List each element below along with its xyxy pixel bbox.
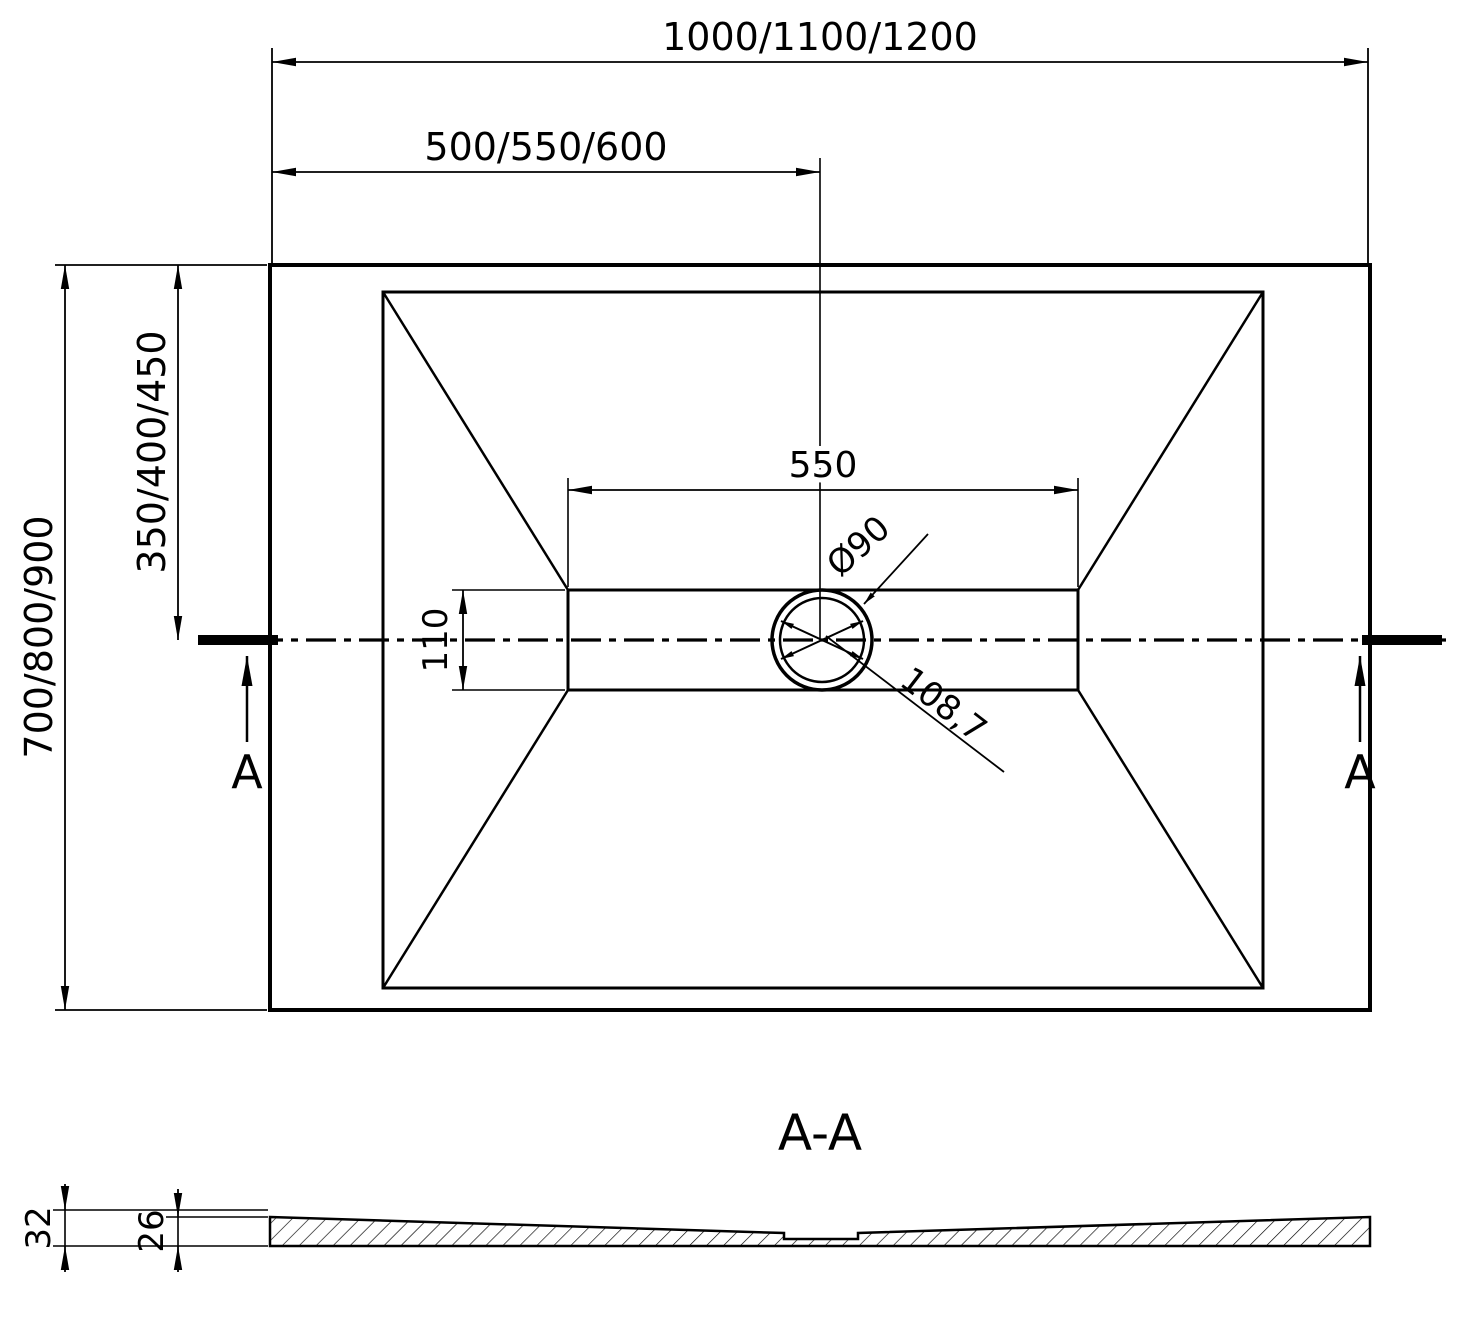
section-profile <box>268 1215 1372 1248</box>
drain-inner-circle <box>778 596 866 684</box>
slope-edge-top-right <box>1076 291 1265 591</box>
slope-edge-bottom-left <box>381 689 570 989</box>
top-view <box>198 263 1446 1012</box>
section-view: A-A 32 26 <box>19 1104 1372 1272</box>
section-title: A-A <box>778 1104 862 1162</box>
drain-offset-x-label: 500/550/600 <box>424 125 667 169</box>
drain-diameter-leader <box>863 533 929 605</box>
drain-diameter-label: Ø90 <box>819 508 898 585</box>
dimensions-top-view: 1000/1100/1200 500/550/600 700/800/900 3… <box>17 15 1369 1011</box>
flat-depth-label: 110 <box>416 608 456 673</box>
overall-depth-label: 700/800/900 <box>17 515 61 758</box>
drain-diagonal-label: 108,7 <box>893 659 995 750</box>
drain-outer-circle <box>770 588 874 692</box>
edge-thickness-label: 26 <box>132 1209 172 1252</box>
slope-edge-top-left <box>381 291 570 591</box>
flat-width-label: 550 <box>789 445 858 486</box>
drain-offset-y-label: 350/400/450 <box>130 330 174 573</box>
section-marker-left-label: A <box>231 745 263 799</box>
drain-cross-arrow-2 <box>780 620 864 660</box>
total-height-label: 32 <box>19 1206 59 1249</box>
section-markers: A A <box>231 656 1376 799</box>
drain-diagonal-leader <box>825 635 1005 773</box>
section-marker-right-label: A <box>1344 745 1376 799</box>
slope-edge-bottom-right <box>1076 689 1265 989</box>
tray-inner-rim <box>381 290 1265 990</box>
overall-width-label: 1000/1100/1200 <box>662 15 978 59</box>
